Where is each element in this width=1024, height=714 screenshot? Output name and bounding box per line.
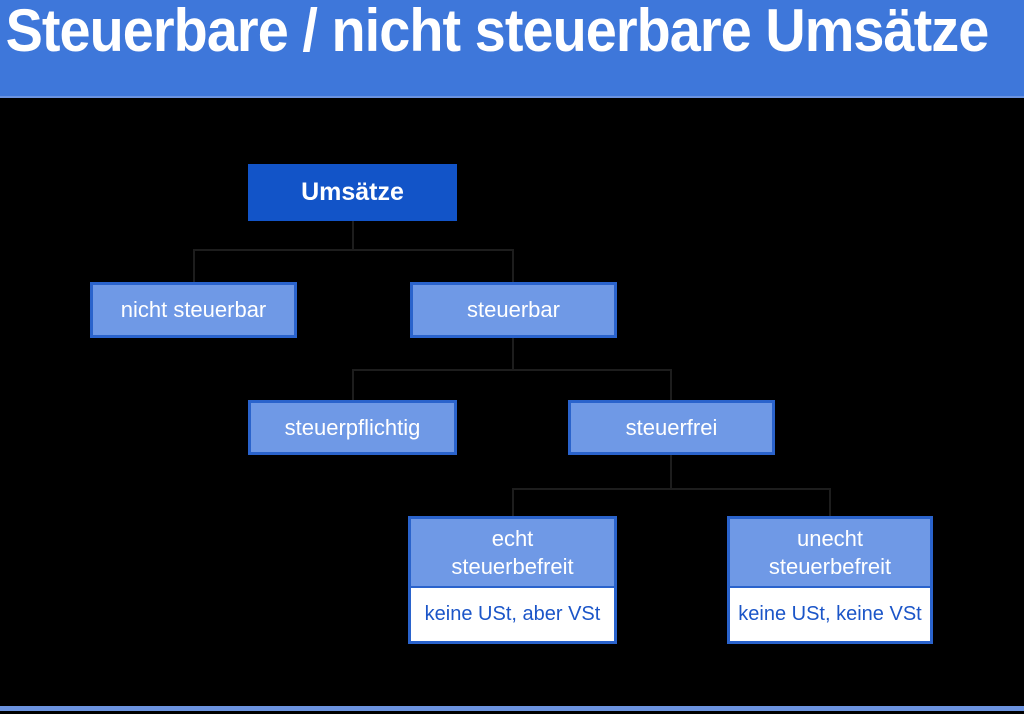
node-echt-steuerbefreit-line2: steuerbefreit [451, 553, 574, 579]
bottom-accent-bar [0, 706, 1024, 711]
node-steuerbar: steuerbar [410, 282, 617, 338]
node-echt-steuerbefreit-line1: echt [491, 525, 534, 551]
connector-level3-crossbar [512, 488, 831, 490]
page-title: Steuerbare / nicht steuerbare Umsätze [5, 0, 990, 64]
node-unecht-steuerbefreit-note: keine USt, keine VSt [730, 588, 930, 641]
connector-level1-crossbar [193, 249, 514, 251]
node-umsaetze-label: Umsätze [301, 178, 404, 206]
node-echt-steuerbefreit-note: keine USt, aber VSt [411, 588, 614, 641]
connector-level2-right-drop [670, 369, 672, 400]
title-bar: Steuerbare / nicht steuerbare Umsätze [0, 0, 1024, 98]
node-echt-steuerbefreit: echt steuerbefreit keine USt, aber VSt [408, 516, 617, 644]
connector-steuerbar-stem [512, 338, 514, 371]
connector-level2-left-drop [352, 369, 354, 400]
note-keine-ust-keine-vst: keine USt, keine VSt [738, 603, 922, 625]
node-nicht-steuerbar-label: nicht steuerbar [120, 297, 267, 322]
node-steuerbar-label: steuerbar [467, 297, 560, 322]
node-unecht-steuerbefreit-header: unecht steuerbefreit [730, 519, 930, 588]
note-keine-ust-aber-vst: keine USt, aber VSt [424, 603, 601, 625]
node-unecht-steuerbefreit: unecht steuerbefreit keine USt, keine VS… [727, 516, 933, 644]
connector-level3-left-drop [512, 488, 514, 516]
node-steuerfrei-label: steuerfrei [625, 414, 718, 440]
node-echt-steuerbefreit-header: echt steuerbefreit [411, 519, 614, 588]
connector-level1-right-drop [512, 249, 514, 282]
connector-level1-left-drop [193, 249, 195, 282]
node-unecht-steuerbefreit-line2: steuerbefreit [768, 553, 892, 579]
connector-root-stem [352, 221, 354, 251]
node-unecht-steuerbefreit-line1: unecht [796, 525, 864, 551]
node-umsaetze: Umsätze [248, 164, 457, 221]
node-steuerfrei: steuerfrei [568, 400, 775, 455]
node-steuerpflichtig: steuerpflichtig [248, 400, 457, 455]
node-steuerpflichtig-label: steuerpflichtig [284, 414, 421, 440]
connector-steuerfrei-stem [670, 455, 672, 489]
connector-level2-crossbar [352, 369, 672, 371]
node-nicht-steuerbar: nicht steuerbar [90, 282, 297, 338]
connector-level3-right-drop [829, 488, 831, 516]
